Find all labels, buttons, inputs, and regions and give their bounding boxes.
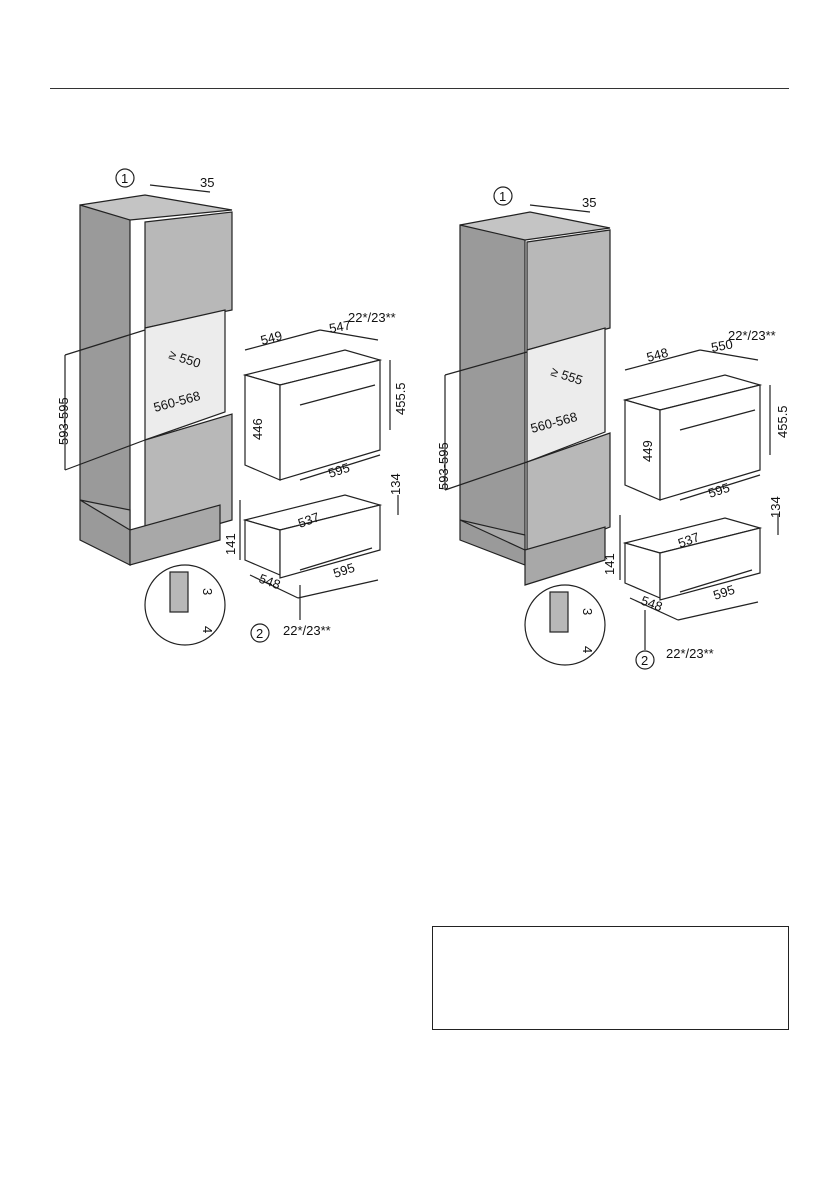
- dim-oven-height: 455.5: [393, 382, 408, 415]
- dim-drawer-width: 595: [331, 560, 356, 581]
- dim-niche-height: 593-595: [436, 442, 451, 490]
- dim-top-gap: 35: [200, 175, 214, 190]
- dim-top-gap: 35: [582, 195, 596, 210]
- dim-oven-height-inner: 449: [640, 440, 655, 462]
- dim-oven-width: 595: [706, 480, 731, 501]
- dim-oven-width: 595: [326, 460, 351, 481]
- callout-2-circle: [250, 623, 270, 643]
- dim-oven-front: 22*/23**: [348, 310, 396, 325]
- dim-drawer-height-total: 141: [223, 533, 238, 555]
- dim-oven-body-depth: 547: [328, 317, 352, 336]
- callout-1-circle: [115, 168, 135, 188]
- dim-drawer-height: 134: [768, 496, 783, 518]
- dim-drawer-front: 22*/23**: [666, 646, 714, 661]
- dim-drawer-inner-width: 537: [676, 529, 702, 551]
- detail-dim-b: 4: [580, 646, 595, 653]
- dim-oven-body-depth: 550: [710, 336, 734, 355]
- dim-drawer-inner-width: 537: [296, 509, 322, 531]
- header-rule: [50, 88, 789, 89]
- dim-oven-front: 22*/23**: [728, 328, 776, 343]
- dim-drawer-width: 595: [711, 582, 736, 603]
- dim-oven-depth: 549: [259, 328, 284, 348]
- callout-2: 2: [641, 653, 648, 668]
- note-box: [432, 926, 789, 1030]
- detail-dim-a: 3: [580, 608, 595, 615]
- dim-drawer-front: 22*/23**: [283, 623, 331, 638]
- callout-1-circle: [493, 186, 513, 206]
- callout-1: 1: [121, 171, 128, 186]
- callout-1: 1: [499, 189, 506, 204]
- installation-diagram-right: 1 2 35 593-595 ≥ 555 560-568 548 550 22*…: [436, 186, 790, 670]
- callout-2: 2: [256, 626, 263, 641]
- dim-niche-height: 593-595: [56, 397, 71, 445]
- detail-dim-b: 4: [200, 626, 215, 633]
- dim-drawer-height-total: 141: [602, 553, 617, 575]
- dim-drawer-depth: 548: [639, 593, 665, 615]
- callout-2-circle: [635, 650, 655, 670]
- installation-diagram-left: 1 2 35 593-595 ≥ 550 560-568 549 547 22*…: [56, 168, 408, 646]
- dim-oven-depth: 548: [645, 345, 670, 365]
- dim-drawer-height: 134: [388, 473, 403, 495]
- detail-dim-a: 3: [200, 588, 215, 595]
- dim-oven-height-inner: 446: [250, 418, 265, 440]
- dim-drawer-depth: 548: [257, 571, 283, 593]
- dim-oven-height: 455.5: [775, 405, 790, 438]
